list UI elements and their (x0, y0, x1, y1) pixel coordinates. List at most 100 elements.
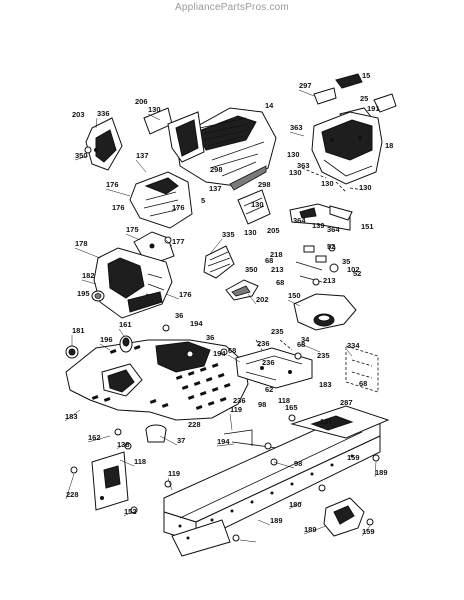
leader-lines (64, 89, 377, 543)
part-label: 191 (367, 104, 380, 113)
part-label: 162 (88, 433, 101, 442)
cup-138 (145, 424, 167, 443)
part-label: 176 (179, 290, 192, 299)
leader-line (346, 349, 353, 357)
part-label: 235 (271, 327, 284, 336)
part-label: 34 (301, 335, 310, 344)
leader-line (288, 501, 303, 510)
bracket-177 (133, 231, 175, 263)
part-label: 194 (213, 349, 226, 358)
part-label: 119 (230, 405, 242, 414)
part-label: 62 (265, 385, 273, 394)
part-label: 364 (327, 225, 340, 234)
part-label: 189 (375, 468, 388, 477)
part-label: 151 (361, 222, 374, 231)
part-label: 236 (257, 339, 270, 348)
lamp-195 (91, 290, 105, 302)
dash-panel-18 (311, 111, 383, 185)
leader-line (105, 188, 131, 197)
part-label: 36 (206, 333, 214, 342)
leader-line (216, 443, 235, 447)
part-label: 177 (172, 237, 185, 246)
leader-line (287, 299, 301, 307)
leader-line (64, 409, 81, 422)
bracket-152 (323, 497, 365, 537)
part-label: 182 (82, 271, 95, 280)
part-label: 68 (297, 340, 305, 349)
part-label: 213 (323, 276, 336, 285)
part-label: 287 (340, 398, 353, 407)
part-label: 159 (347, 453, 360, 462)
rod-165 (223, 429, 253, 446)
tread-pattern (91, 345, 231, 410)
part-label: 176 (172, 203, 185, 212)
part-label: 138 (117, 440, 130, 449)
leader-line (165, 239, 173, 247)
part-label: 161 (119, 320, 132, 329)
watermark: AppliancePartsPros.com (175, 2, 289, 13)
part-label: 218 (270, 250, 283, 259)
part-label: 364 (293, 216, 306, 225)
leader-line (289, 131, 305, 137)
part-label: 159 (362, 527, 375, 536)
part-label: 68 (276, 278, 284, 287)
leader-line (227, 354, 241, 363)
part-label: 181 (72, 326, 85, 335)
leader-line (116, 443, 125, 450)
grille-335 (203, 245, 235, 279)
part-label: 130 (289, 168, 302, 177)
part-label: 350 (75, 151, 88, 160)
part-label: 181 (320, 417, 333, 426)
part-label: 363 (297, 161, 310, 170)
part-label: 150 (288, 291, 301, 300)
leader-line (87, 435, 111, 443)
part-label: 14 (265, 101, 274, 110)
part-label: 176 (106, 180, 119, 189)
bracket-202 (225, 279, 259, 301)
part-label: 18 (385, 141, 393, 150)
bracket-98-left (91, 451, 129, 511)
part-label: 130 (287, 150, 300, 159)
part-label: 194 (190, 319, 203, 328)
part-label: 25 (360, 94, 368, 103)
part-label: 37 (177, 436, 185, 445)
leader-line (165, 293, 180, 300)
part-label: 52 (327, 242, 335, 251)
part-label: 137 (136, 151, 149, 160)
part-label: 165 (285, 403, 298, 412)
part-label: 183 (319, 380, 332, 389)
leader-line (123, 511, 133, 517)
bracket-334 (345, 345, 379, 393)
part-label: 194 (217, 437, 230, 446)
part-label: 203 (72, 110, 85, 119)
console-137 (129, 171, 193, 229)
hood-14 (175, 107, 277, 191)
leader-line (257, 519, 271, 526)
part-label: 36 (175, 311, 183, 320)
part-label: 152 (124, 507, 137, 516)
leader-line (95, 117, 98, 129)
leader-line (303, 525, 327, 535)
leader-line (374, 461, 377, 478)
leader-line (300, 343, 321, 353)
part-label: 195 (77, 289, 90, 298)
part-label: 130 (148, 105, 161, 114)
part-label: 228 (66, 490, 79, 499)
bracket-151 (289, 203, 353, 231)
part-label: 202 (256, 295, 269, 304)
leader-line (247, 293, 257, 305)
part-label: 98 (294, 459, 302, 468)
cup-161 (119, 335, 133, 353)
part-label: 334 (347, 341, 360, 350)
leader-line (239, 539, 257, 543)
frame-holes (178, 454, 354, 540)
ring-181 (65, 345, 79, 359)
leader-line (167, 477, 173, 491)
part-label: 176 (112, 203, 125, 212)
part-label: 205 (267, 226, 280, 235)
part-label: 297 (299, 81, 312, 90)
part-label: 118 (278, 396, 290, 405)
fuel-tank-150 (293, 293, 357, 331)
